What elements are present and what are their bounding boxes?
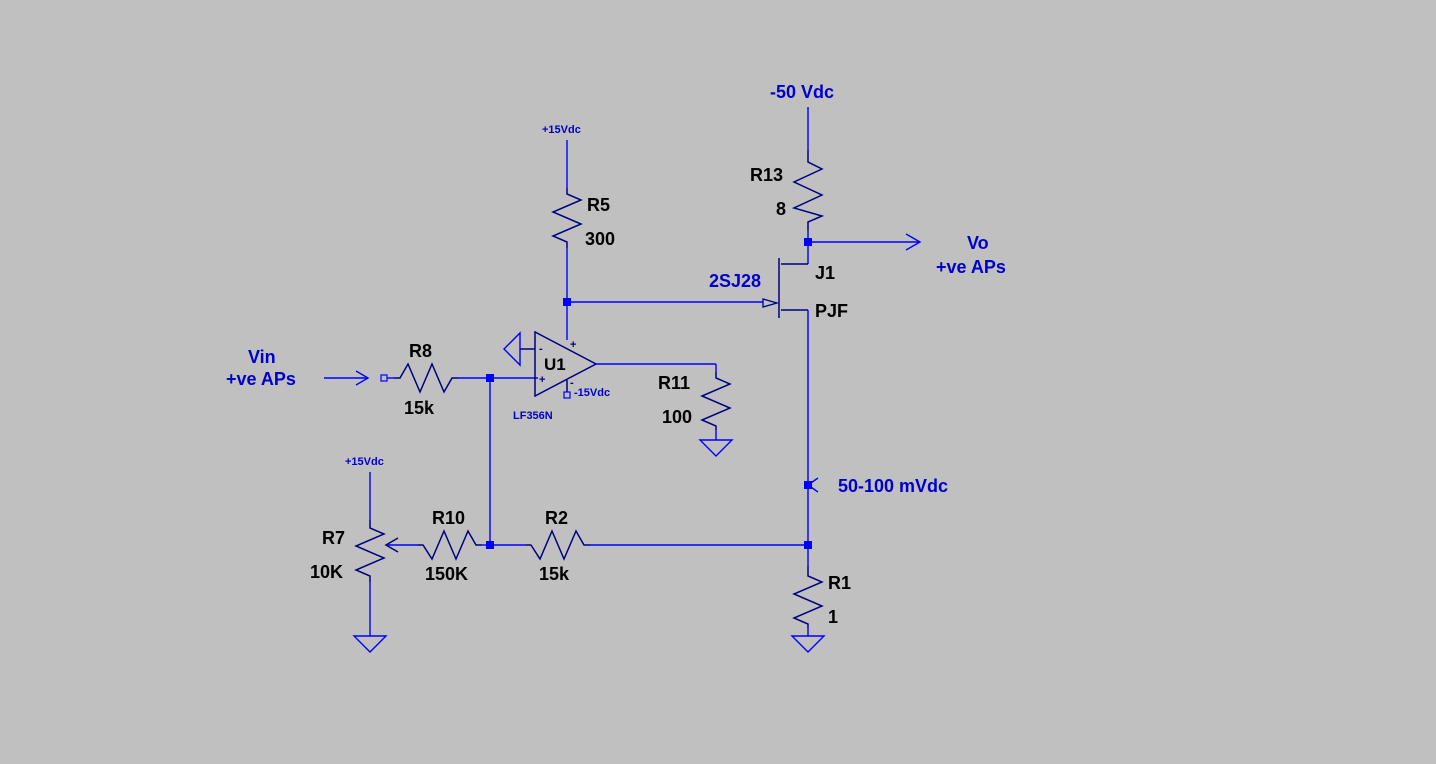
r1-resistor[interactable]	[792, 545, 824, 636]
j1-part: 2SJ28	[709, 271, 761, 291]
r13-supply-label: -50 Vdc	[770, 82, 834, 102]
j1-jfet[interactable]	[762, 242, 809, 545]
r13-value: 8	[776, 199, 786, 219]
r10-value: 150K	[425, 564, 468, 584]
r2-ref: R2	[545, 508, 568, 528]
r8-ref: R8	[409, 341, 432, 361]
r10-resistor[interactable]	[388, 529, 490, 561]
r7-ref: R7	[322, 528, 345, 548]
junction-dot	[563, 298, 571, 306]
u1-vminus-pin: -	[570, 377, 574, 389]
r8-resistor[interactable]	[387, 362, 538, 394]
junction-dot	[804, 481, 812, 489]
r2-resistor[interactable]	[490, 529, 808, 561]
r11-ref: R11	[658, 373, 690, 393]
r1-value: 1	[828, 607, 838, 627]
r11-resistor[interactable]	[700, 364, 732, 440]
u1-minus-pin: -	[539, 343, 543, 355]
r5-value: 300	[585, 229, 615, 249]
u1-ref: U1	[544, 355, 566, 374]
r5-ref: R5	[587, 195, 610, 215]
junction-dot	[486, 374, 494, 382]
u1-neg-supply-label: -15Vdc	[574, 387, 610, 399]
u1-part: LF356N	[513, 410, 553, 422]
u1-opamp[interactable]	[520, 330, 716, 398]
vin-port-desc: +ve APs	[226, 369, 296, 389]
junction-dot	[804, 541, 812, 549]
u1-plus-pin: +	[539, 374, 545, 386]
r1-ground-icon	[790, 635, 826, 653]
r7-potentiometer[interactable]	[354, 472, 399, 636]
r10-ref: R10	[432, 508, 465, 528]
vin-port-terminal[interactable]	[380, 374, 388, 382]
r2-value: 15k	[539, 564, 570, 584]
r13-ref: R13	[750, 165, 783, 185]
vo-output-wire	[808, 233, 922, 251]
r1-ref: R1	[828, 573, 851, 593]
u1-vplus-pin: +	[570, 339, 576, 351]
junction-dot	[486, 541, 494, 549]
r11-ground-icon	[698, 439, 734, 457]
j1-ref: J1	[815, 263, 835, 283]
r5-supply-label: +15Vdc	[542, 124, 581, 136]
junction-dot	[804, 238, 812, 246]
vin-port-name: Vin	[248, 347, 276, 367]
vo-port-name: Vo	[967, 233, 989, 253]
r7-ground-icon	[352, 635, 388, 653]
r5-resistor[interactable]	[551, 140, 583, 340]
r11-value: 100	[662, 407, 692, 427]
r13-resistor[interactable]	[791, 107, 825, 242]
u1-neg-supply-terminal[interactable]	[563, 391, 571, 399]
r8-value: 15k	[404, 398, 435, 418]
vin-input-arrow	[324, 370, 370, 386]
sense-label: 50-100 mVdc	[838, 476, 948, 496]
r7-supply-label: +15Vdc	[345, 456, 384, 468]
r7-value: 10K	[310, 562, 343, 582]
j1-model: PJF	[815, 301, 848, 321]
vo-port-desc: +ve APs	[936, 257, 1006, 277]
u1-ground-icon	[503, 331, 521, 367]
